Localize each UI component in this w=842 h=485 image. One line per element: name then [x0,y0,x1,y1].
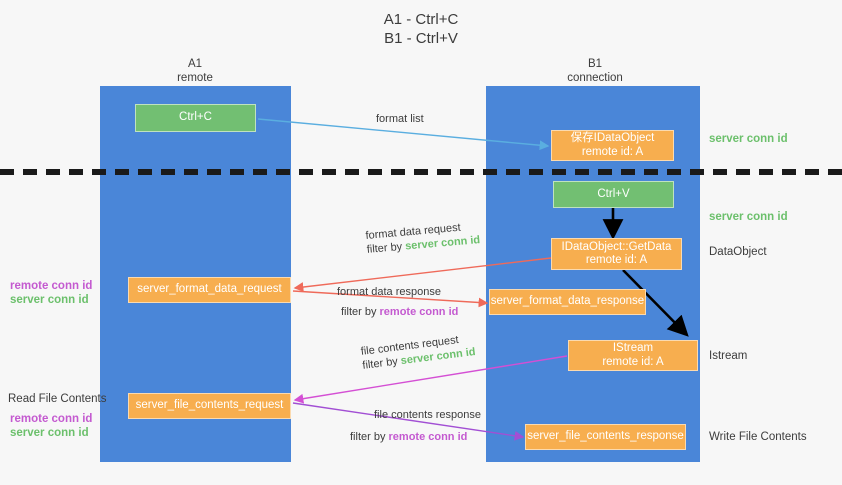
column-header-b1-name: B1 [587,58,603,70]
node-server-format-data-response-label: server_format_data_response [490,295,645,308]
edge-label-format-list: format list [376,112,424,126]
node-istream-line1: IStream [612,342,654,354]
node-server-format-data-response[interactable]: server_format_data_response [489,289,646,315]
column-header-a1-name: A1 [187,58,203,70]
annotation-conn-pair-middle-server: server conn id [10,294,89,306]
node-ctrl-v-label: Ctrl+V [597,187,630,200]
column-header-b1: B1 connection [545,58,645,85]
node-server-format-data-request[interactable]: server_format_data_request [128,277,291,303]
node-save-idataobject-line1: 保存IDataObject [570,132,655,144]
node-idataobject-getdata-line2: remote id: A [585,254,648,266]
edge-label-file-contents-request: file contents request filter by server c… [360,331,476,373]
edge-label-file-contents-response-text: file contents response [374,409,482,421]
column-header-a1-sub: remote [177,71,213,84]
annotation-conn-pair-bottom-server: server conn id [10,427,89,439]
node-save-idataobject-line2: remote id: A [581,145,644,158]
column-header-a1: A1 remote [145,58,245,85]
page-title: A1 - Ctrl+C B1 - Ctrl+V [383,11,459,47]
node-ctrl-v[interactable]: Ctrl+V [553,181,674,208]
edge-label-format-data-response-filter-value: remote conn id [379,306,459,318]
edge-label-file-contents-response-filter-value: remote conn id [388,431,468,443]
edge-label-format-data-response-text: format data response [337,286,441,298]
annotation-read-file-contents: Read File Contents [8,393,107,405]
node-server-file-contents-request-label: server_file_contents_request [135,399,284,412]
annotation-istream: Istream [709,350,748,362]
annotation-conn-pair-middle: remote conn id server conn id [10,279,92,307]
annotation-server-conn-id-top: server conn id [709,133,788,145]
annotation-dataobject: DataObject [709,246,767,258]
node-istream-line2: remote id: A [602,355,664,368]
node-idataobject-getdata-line1: IDataObject::GetData [561,240,672,253]
node-ctrl-c-label: Ctrl+C [179,111,212,124]
node-save-idataobject[interactable]: 保存IDataObject remote id: A [551,130,674,161]
node-server-file-contents-response-label: server_file_contents_response [527,430,684,443]
edge-label-format-data-request-filter-prefix: filter by [366,240,406,256]
edge-label-format-list-text: format list [376,113,424,125]
edge-label-format-data-request: format data request filter by server con… [365,219,481,257]
edge-label-format-data-response-filter-prefix: filter by [341,306,380,318]
edge-label-file-contents-request-filter-prefix: filter by [361,355,402,372]
edge-label-format-data-response: format data response filter by remote co… [337,285,458,319]
edge-label-file-contents-response-filter-prefix: filter by [350,431,389,443]
annotation-conn-pair-bottom-remote: remote conn id [10,413,93,425]
edge-label-file-contents-response: file contents response filter by remote … [350,408,482,444]
node-server-file-contents-response[interactable]: server_file_contents_response [525,424,686,450]
node-ctrl-c[interactable]: Ctrl+C [135,104,256,132]
annotation-server-conn-id-second: server conn id [709,211,788,223]
node-server-file-contents-request[interactable]: server_file_contents_request [128,393,291,419]
node-istream[interactable]: IStream remote id: A [568,340,698,371]
annotation-write-file-contents: Write File Contents [709,431,807,443]
node-idataobject-getdata[interactable]: IDataObject::GetData remote id: A [551,238,682,270]
column-header-b1-sub: connection [567,71,623,84]
node-server-format-data-request-label: server_format_data_request [137,283,282,296]
annotation-conn-pair-bottom: remote conn id server conn id [10,412,92,440]
annotation-conn-pair-middle-remote: remote conn id [10,280,93,292]
